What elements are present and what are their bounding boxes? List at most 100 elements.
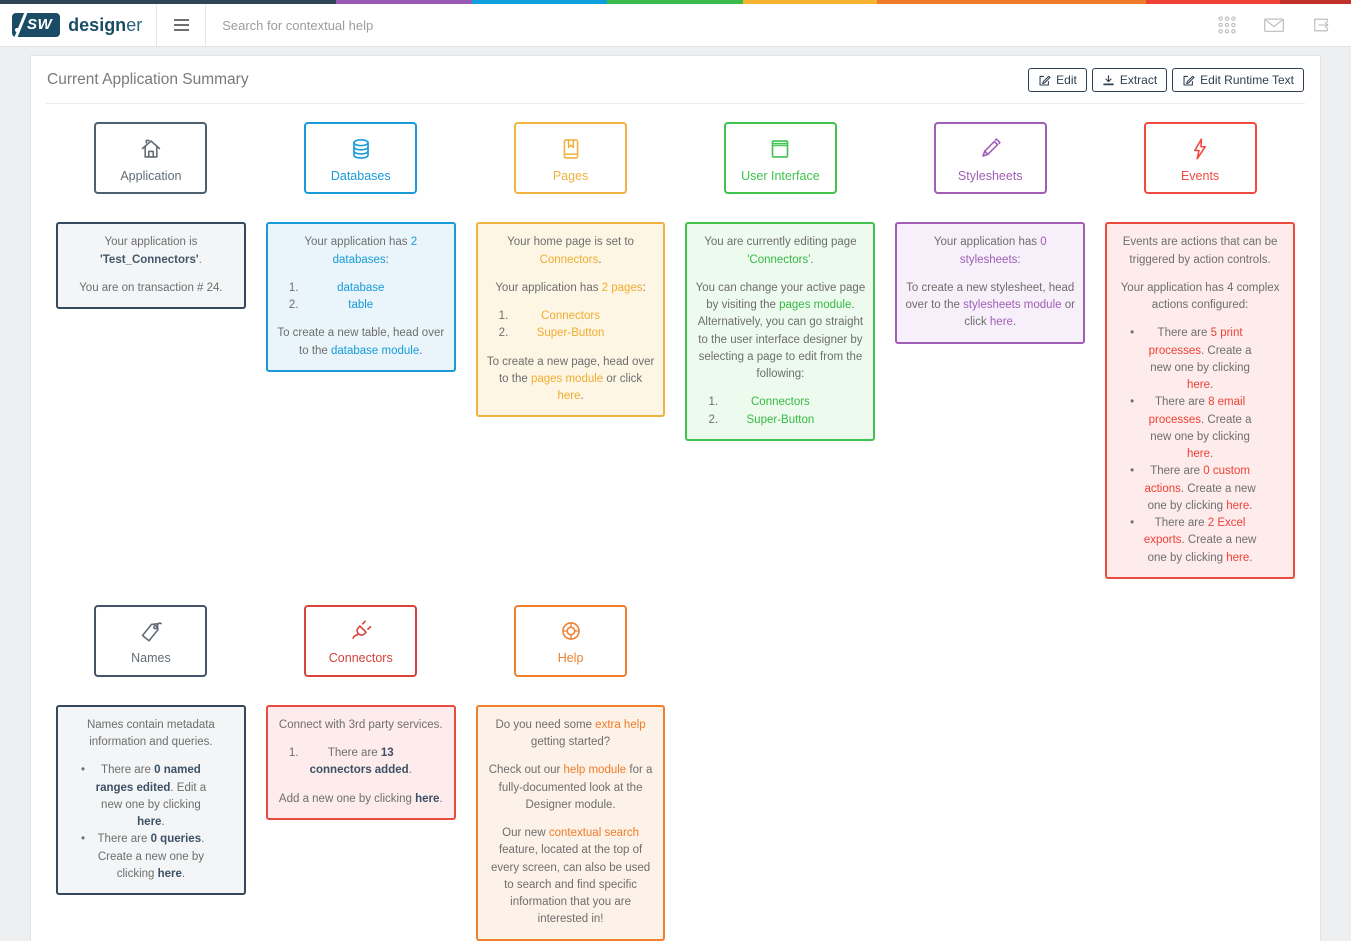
inline-link[interactable]: 0 queries	[150, 833, 202, 846]
button-label: Edit Runtime Text	[1200, 73, 1294, 87]
mail-icon[interactable]	[1263, 16, 1285, 34]
text-segment: .	[419, 344, 423, 357]
edit-icon	[1182, 74, 1195, 87]
inline-link[interactable]: table	[348, 299, 374, 312]
text-segment: :	[1017, 253, 1021, 266]
inline-link[interactable]: here	[557, 390, 581, 403]
inline-link[interactable]: here	[989, 316, 1013, 329]
inline-link[interactable]: 0 custom actions	[1144, 465, 1250, 495]
module-tile-label: Help	[557, 651, 584, 666]
bolt-icon	[1185, 134, 1215, 164]
logout-icon[interactable]	[1311, 15, 1331, 35]
inline-link[interactable]: help module	[563, 764, 627, 777]
divider	[156, 4, 158, 46]
inline-link[interactable]: 2 databases	[332, 236, 418, 266]
info-paragraph: Events are actions that can be triggered…	[1115, 234, 1285, 269]
inline-link[interactable]: 'Connectors'	[747, 253, 811, 266]
text-segment: Check out our	[488, 764, 564, 777]
info-paragraph: Check out our help module for a fully-do…	[486, 762, 656, 814]
search-input[interactable]	[206, 4, 1197, 46]
text-segment: . Create a new one by clicking	[1150, 344, 1252, 374]
info-list-item: Connectors	[486, 308, 656, 326]
inline-link[interactable]: 5 print processes	[1148, 327, 1243, 357]
text-segment: 'Test_Connectors'	[100, 253, 199, 266]
text-segment: There are	[1150, 465, 1204, 478]
module-tile-label: Names	[131, 651, 171, 666]
module-tile-application[interactable]: Application	[94, 122, 208, 195]
app-logo[interactable]: SW designer	[0, 4, 156, 46]
inline-link[interactable]: pages module	[779, 299, 852, 312]
inline-link[interactable]: here	[1186, 379, 1210, 392]
tag-icon	[136, 616, 166, 646]
info-paragraph: You can change your active page by visit…	[695, 280, 866, 384]
edit-runtime-text-button[interactable]: Edit Runtime Text	[1172, 68, 1304, 93]
menu-toggle-button[interactable]	[157, 4, 205, 46]
module-info-connectors: Connect with 3rd party services.There ar…	[265, 704, 456, 820]
inline-link[interactable]: Connectors	[541, 310, 600, 323]
info-list-item: table	[276, 297, 446, 315]
module-tile-names[interactable]: Names	[94, 604, 208, 677]
inline-link[interactable]: Super-Button	[536, 327, 605, 340]
text-segment: Names contain metadata information and q…	[86, 718, 215, 749]
inline-link[interactable]: here	[1226, 551, 1250, 564]
text-segment: Connect with 3rd party services.	[278, 718, 443, 731]
inline-link[interactable]: here	[1186, 448, 1210, 461]
info-paragraph: You are on transaction # 24.	[66, 280, 236, 297]
inline-link[interactable]: contextual search	[548, 827, 639, 840]
inline-link[interactable]: Connectors	[539, 253, 599, 266]
inline-link[interactable]: extra help	[595, 718, 646, 731]
inline-link[interactable]: 0 stylesheets	[959, 236, 1047, 266]
text-segment: To create a new stylesheet, head over to…	[905, 281, 1075, 312]
info-list-item: There are 8 email processes. Create a ne…	[1115, 394, 1285, 463]
book-icon	[556, 134, 586, 164]
inline-link[interactable]: database module	[331, 344, 420, 357]
module-tile-events[interactable]: Events	[1143, 122, 1257, 195]
inline-link[interactable]: here	[1226, 499, 1250, 512]
module-tile-stylesheets[interactable]: Stylesheets	[933, 122, 1047, 195]
text-segment: .	[1209, 448, 1214, 461]
inline-link[interactable]: 2 Excel exports	[1143, 517, 1246, 547]
module-info-user-interface: You are currently editing page 'Connecto…	[685, 222, 876, 441]
module-tile-user-interface[interactable]: User Interface	[723, 122, 837, 195]
text-segment: Your application is	[104, 236, 198, 249]
inline-link[interactable]: Super-Button	[746, 413, 815, 426]
text-segment: :	[642, 281, 646, 294]
text-segment: .	[161, 816, 165, 829]
navbar-icons	[1197, 4, 1351, 46]
inline-link[interactable]: here	[157, 867, 182, 880]
edit-button[interactable]: Edit	[1028, 68, 1087, 93]
inline-link[interactable]: pages module	[530, 372, 604, 385]
logo-name: designer	[68, 14, 143, 35]
inline-link[interactable]: stylesheets module	[963, 299, 1062, 312]
text-segment: .	[580, 390, 584, 403]
module-tile-databases[interactable]: Databases	[304, 122, 418, 195]
inline-link[interactable]: here	[137, 816, 162, 829]
info-paragraph: Names contain metadata information and q…	[66, 717, 236, 752]
inline-link[interactable]: here	[415, 792, 440, 805]
text-segment: . Alternatively, you can go straight to …	[697, 299, 864, 381]
info-paragraph: Our new contextual search feature, locat…	[486, 825, 656, 929]
module-tile-pages[interactable]: Pages	[514, 122, 628, 195]
text-segment: Events are actions that can be triggered…	[1122, 236, 1278, 266]
inline-link[interactable]: 8 email processes	[1148, 396, 1246, 426]
inline-link[interactable]: 2 pages	[601, 281, 643, 294]
module-tile-help[interactable]: Help	[514, 604, 628, 677]
module-tile-connectors[interactable]: Connectors	[304, 604, 418, 677]
module-info-events: Events are actions that can be triggered…	[1105, 222, 1295, 579]
text-segment: To create a new table, head over to the	[277, 327, 445, 357]
module-tile-label: Events	[1180, 168, 1220, 183]
apps-grid-icon[interactable]	[1217, 15, 1237, 35]
info-paragraph: Your home page is set to Connectors.	[486, 234, 656, 269]
info-list-item: There are 0 queries. Create a new one by…	[66, 831, 236, 883]
text-segment: There are	[1154, 517, 1208, 530]
inline-link[interactable]: Connectors	[751, 396, 810, 409]
inline-link[interactable]: database	[337, 281, 385, 294]
extract-button[interactable]: Extract	[1091, 68, 1168, 93]
info-list-item: Connectors	[695, 394, 865, 412]
text-segment: .	[181, 867, 186, 880]
